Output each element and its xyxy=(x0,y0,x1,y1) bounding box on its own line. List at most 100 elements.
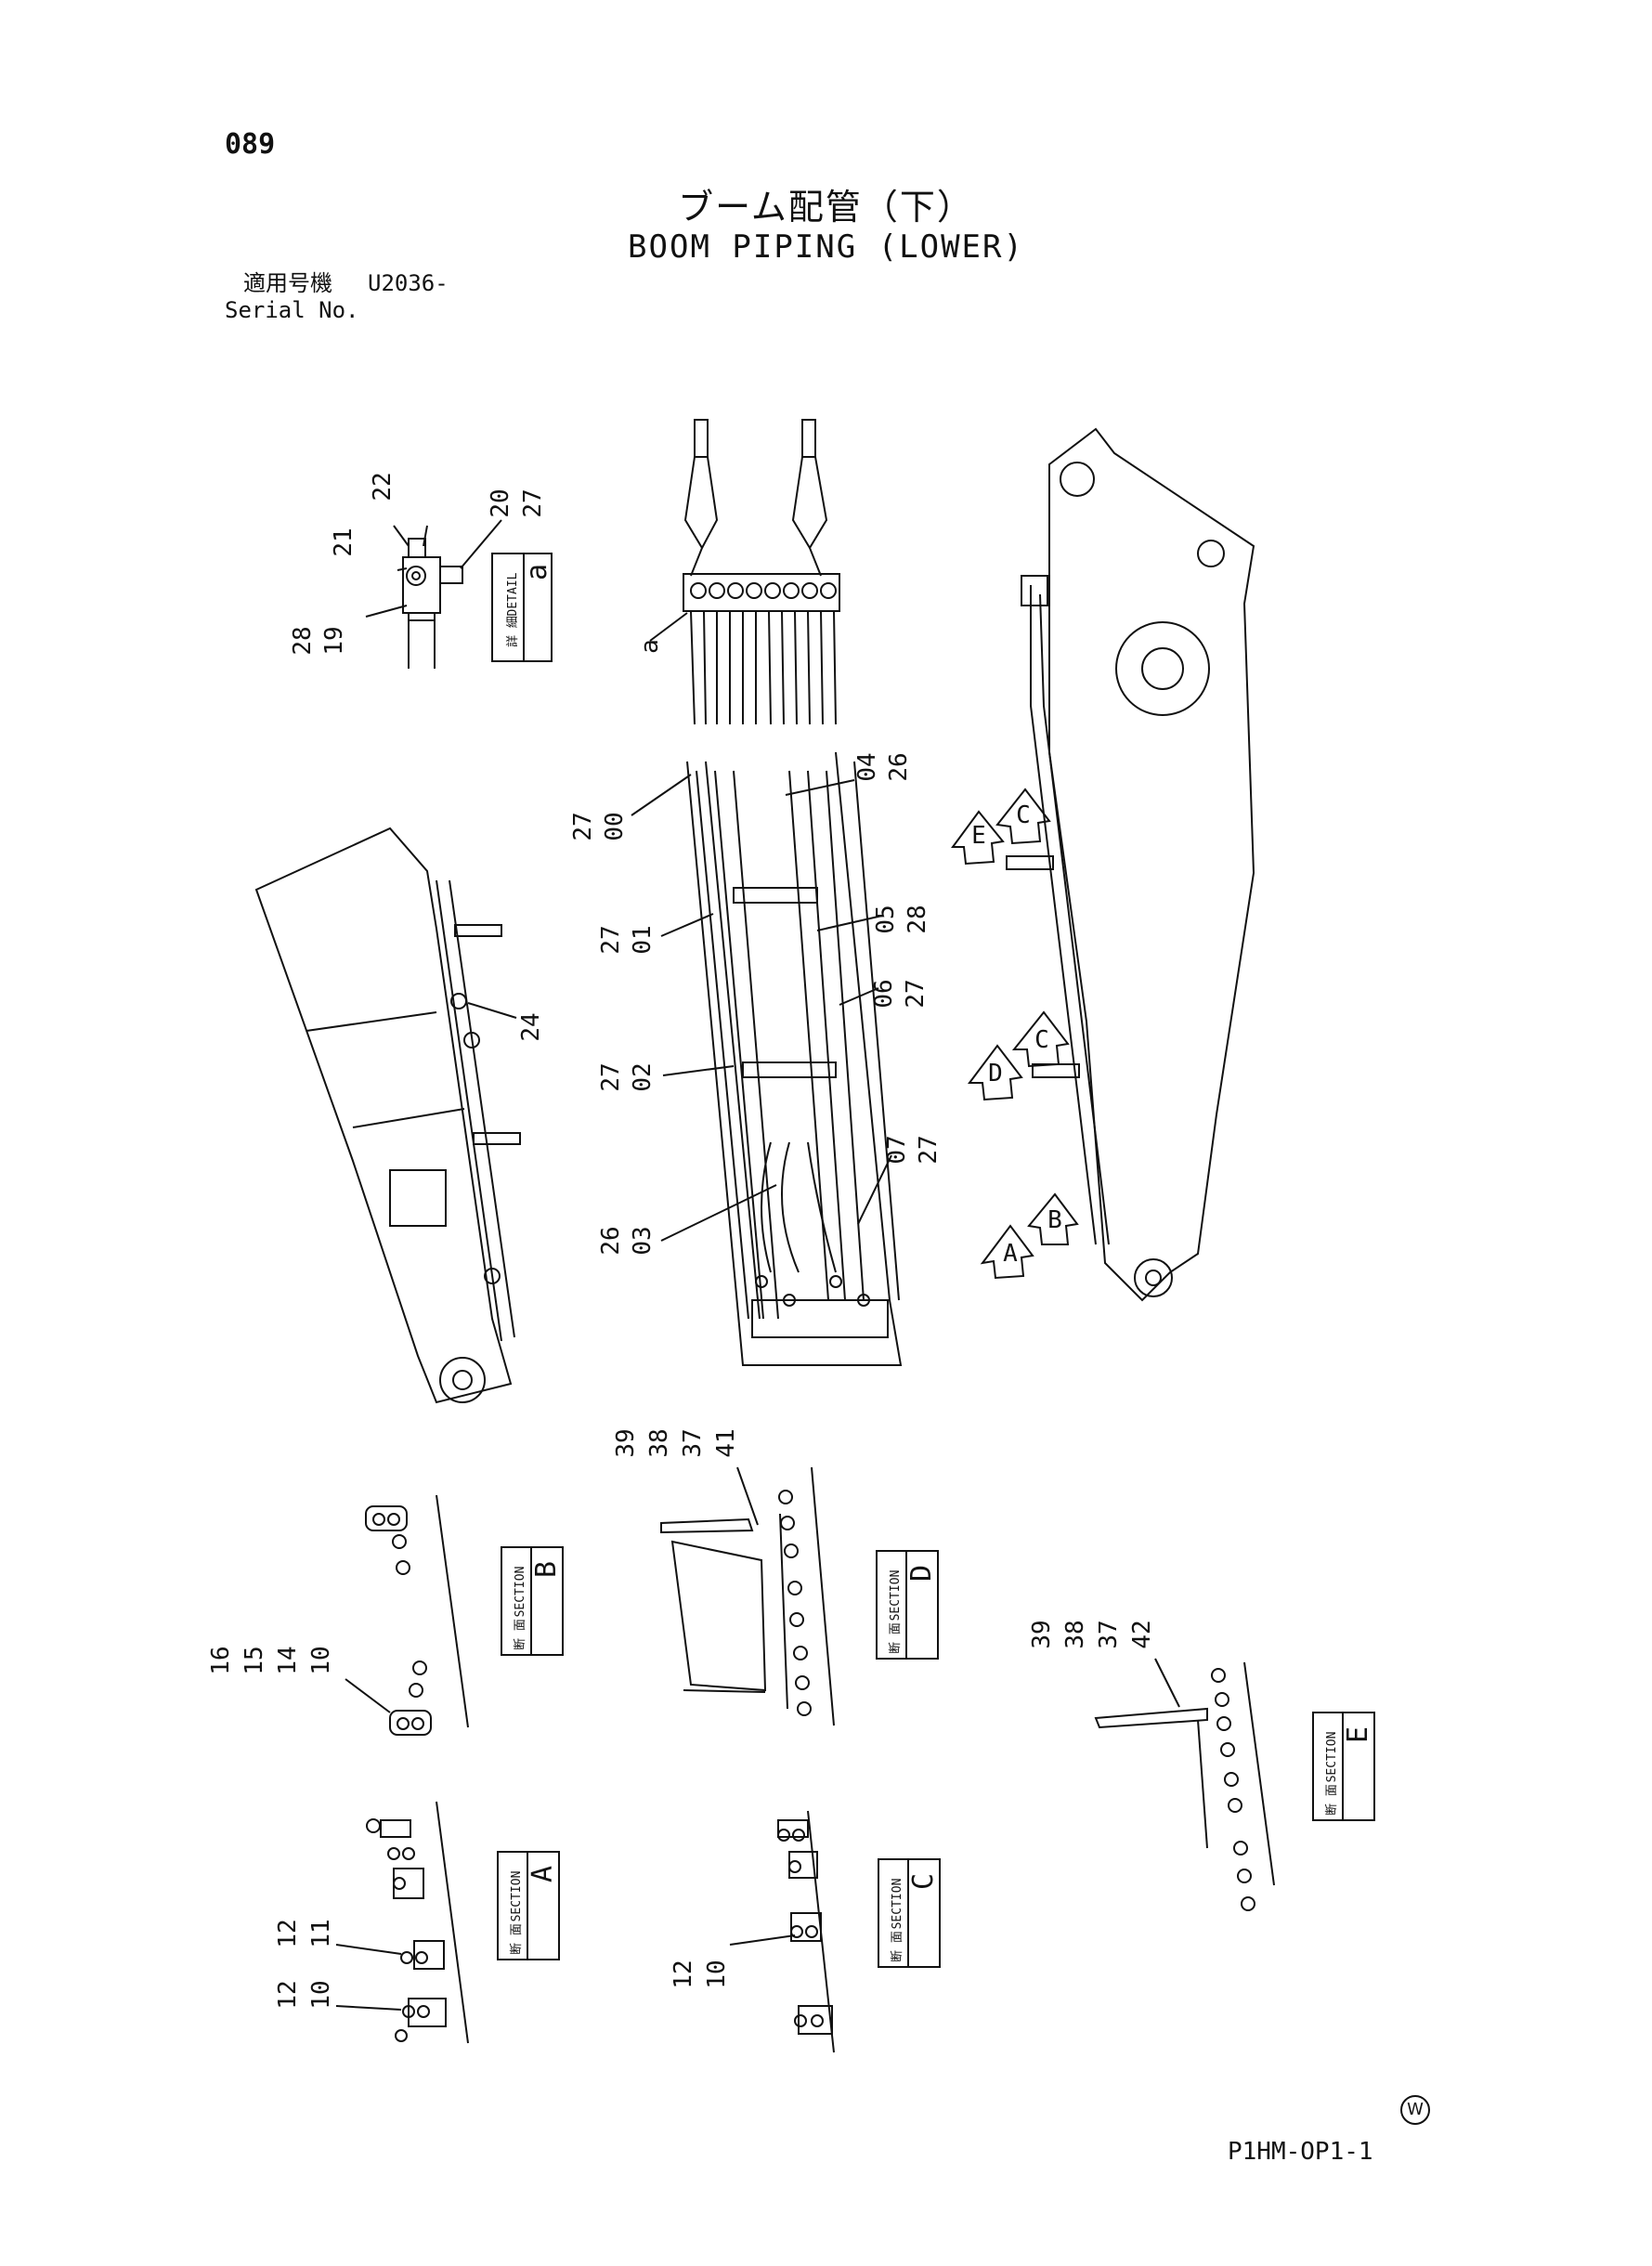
part-19: 19 xyxy=(320,626,348,655)
view-arrow-c-upper-label: C xyxy=(1016,801,1031,829)
section-tag-c-en: SECTION xyxy=(891,1879,904,1930)
part-14: 14 xyxy=(274,1646,302,1674)
section-tag-c-jp: 断 面 xyxy=(891,1931,904,1962)
part-28: 28 xyxy=(904,905,931,933)
part-00: 00 xyxy=(601,812,629,840)
serial-label-en: Serial No. xyxy=(225,297,359,323)
part-a: a xyxy=(636,639,664,654)
part-10: 10 xyxy=(703,1960,731,1988)
part-24: 24 xyxy=(517,1012,545,1041)
part-39: 39 xyxy=(1028,1620,1056,1648)
leader-section-e xyxy=(1154,1658,1180,1708)
part-26: 26 xyxy=(885,752,913,781)
part-15: 15 xyxy=(241,1646,268,1674)
detail-tag: 詳 細 DETAIL a xyxy=(491,553,553,662)
section-tag-d-jp: 断 面 xyxy=(889,1622,903,1654)
section-tag-c-letter: C xyxy=(907,1873,940,1890)
part-27: 27 xyxy=(519,488,547,517)
part-41: 41 xyxy=(712,1428,740,1457)
part-04: 04 xyxy=(853,752,881,781)
part-12: 12 xyxy=(670,1960,697,1988)
view-arrows: A B C D E C xyxy=(951,788,1079,1280)
view-arrow-c-upper: C xyxy=(995,788,1051,845)
view-arrow-a: A xyxy=(980,1224,1034,1280)
serial-value: U2036- xyxy=(368,270,449,296)
bracket-e xyxy=(1006,855,1054,870)
document-id: P1HM-OP1-1 xyxy=(1228,2138,1373,2166)
title-english: BOOM PIPING (LOWER) xyxy=(628,228,1024,266)
detail-tag-letter: a xyxy=(521,564,553,580)
serial-block: 適用号機 U2036- xyxy=(243,270,449,296)
section-c-drawing xyxy=(777,1810,835,2053)
section-d-drawing xyxy=(660,1466,835,1726)
center-leaders xyxy=(631,774,892,1242)
view-arrow-b: B xyxy=(1027,1192,1079,1245)
view-arrow-d-lower: D xyxy=(968,1044,1023,1101)
boom-side-view-left xyxy=(254,827,521,1404)
detail-a-leaders xyxy=(365,519,502,618)
part-10: 10 xyxy=(307,1646,335,1674)
section-tag-a: 断 面 SECTION A xyxy=(497,1851,560,1960)
section-tag-d: 断 面 SECTION D xyxy=(876,1550,939,1660)
part-07: 07 xyxy=(883,1135,911,1164)
bracket-d xyxy=(1032,1063,1080,1078)
section-tag-e-en: SECTION xyxy=(1325,1732,1339,1783)
section-tag-d-en: SECTION xyxy=(889,1570,903,1621)
section-tag-d-letter: D xyxy=(905,1565,938,1582)
leader-c xyxy=(729,1934,796,1946)
view-arrow-d-label: D xyxy=(988,1060,1003,1087)
view-arrow-b-label: B xyxy=(1047,1206,1062,1234)
section-tag-a-letter: A xyxy=(527,1866,559,1882)
serial-label-jp: 適用号機 xyxy=(243,270,332,296)
part-27: 27 xyxy=(597,925,625,954)
part-26: 26 xyxy=(597,1226,625,1255)
part-11: 11 xyxy=(307,1919,335,1947)
part-27: 27 xyxy=(902,979,930,1008)
view-arrow-c-lower: C xyxy=(1011,1010,1070,1068)
section-b-drawing xyxy=(365,1494,469,1736)
part-42: 42 xyxy=(1128,1620,1156,1648)
part-38: 38 xyxy=(1061,1620,1089,1648)
part-22: 22 xyxy=(369,472,397,501)
detail-tag-en: DETAIL xyxy=(506,572,520,616)
section-tag-b: 断 面 SECTION B xyxy=(501,1546,564,1656)
section-a-drawing xyxy=(366,1801,469,2044)
part-05: 05 xyxy=(872,905,900,933)
part-20: 20 xyxy=(487,488,514,517)
title-japanese: ブーム配管（下） xyxy=(678,187,974,228)
section-tag-e: 断 面 SECTION E xyxy=(1312,1712,1375,1821)
part-27: 27 xyxy=(597,1062,625,1091)
section-tag-a-jp: 断 面 xyxy=(510,1923,524,1955)
section-tag-e-letter: E xyxy=(1342,1726,1374,1743)
leader-24 xyxy=(467,1002,517,1019)
part-12: 12 xyxy=(274,1980,302,2009)
part-06: 06 xyxy=(870,979,898,1008)
leader-section-b xyxy=(345,1678,391,1713)
leader-a-1 xyxy=(335,1944,402,1955)
watermark-symbol: W xyxy=(1400,2095,1430,2125)
section-tag-b-en: SECTION xyxy=(514,1567,527,1618)
detail-tag-jp: 詳 細 xyxy=(505,616,520,647)
boom-plan-view xyxy=(686,751,903,1366)
boom-side-view-right xyxy=(1021,427,1255,1302)
part-27: 27 xyxy=(915,1135,943,1164)
section-tag-c: 断 面 SECTION C xyxy=(878,1858,941,1968)
part-37: 37 xyxy=(1095,1620,1123,1648)
view-arrow-c-label: C xyxy=(1034,1026,1049,1054)
view-arrow-e-label: E xyxy=(971,822,986,850)
section-tag-a-en: SECTION xyxy=(510,1871,524,1922)
part-02: 02 xyxy=(629,1062,657,1091)
detail-a-fitting xyxy=(397,538,463,669)
section-tag-e-jp: 断 面 xyxy=(1325,1784,1339,1816)
part-38: 38 xyxy=(645,1428,673,1457)
view-arrow-a-label: A xyxy=(1003,1240,1018,1268)
leader-a-2 xyxy=(335,2005,402,2011)
part-03: 03 xyxy=(629,1226,657,1255)
part-10: 10 xyxy=(307,1980,335,2009)
part-12: 12 xyxy=(274,1919,302,1947)
part-27: 27 xyxy=(569,812,597,840)
section-e-drawing xyxy=(1094,1661,1275,1911)
boom-foot-fork xyxy=(649,419,840,725)
part-37: 37 xyxy=(679,1428,707,1457)
